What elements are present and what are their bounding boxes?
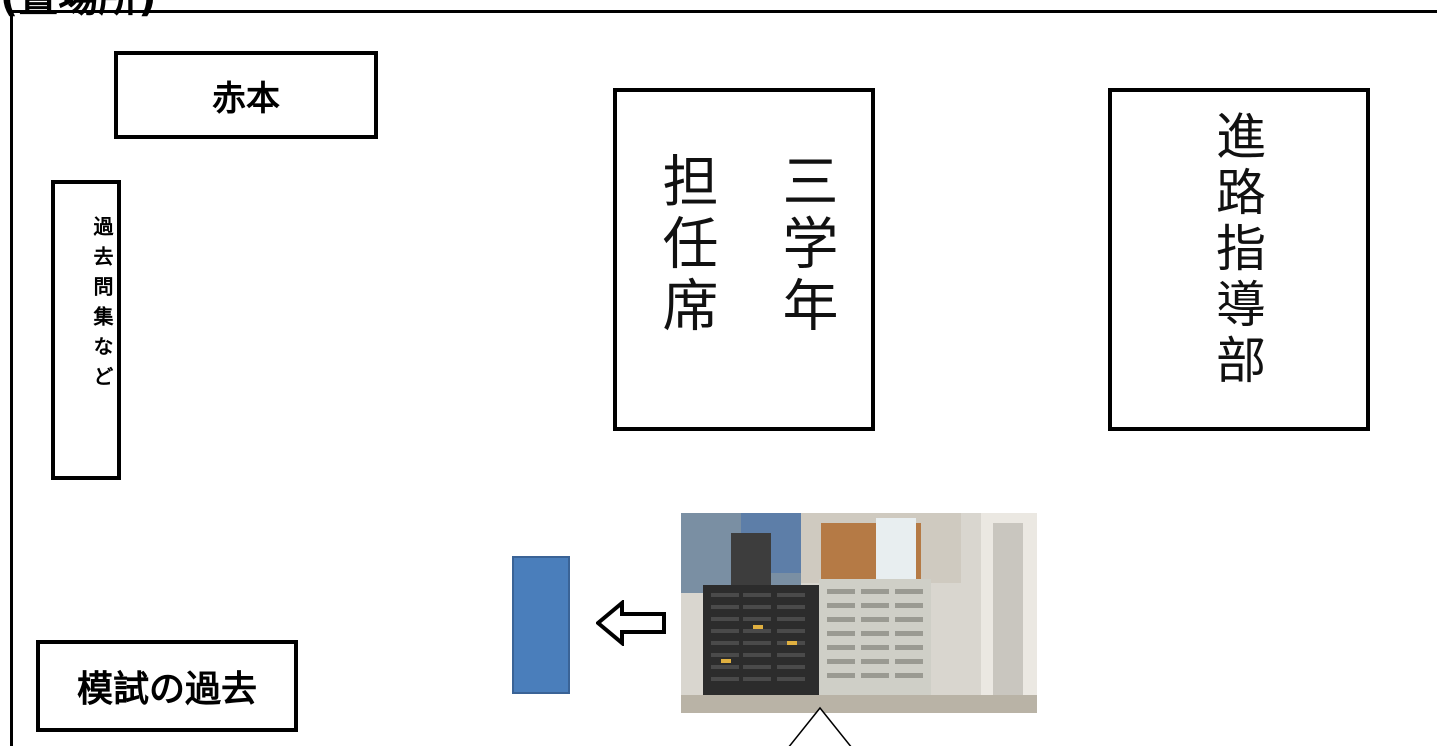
grade3-homeroom-desk-box: 三学年 担任席	[613, 88, 875, 431]
career-guidance-label: 進路指導部	[1208, 110, 1266, 390]
homeroom-desk-label: 担任席	[653, 152, 718, 338]
kakomon-label-box: 過去問集など	[51, 180, 121, 480]
career-guidance-box: 進路指導部	[1108, 88, 1370, 431]
left-arrow-icon	[596, 600, 666, 646]
mock-exam-archive-label: 模試の過去	[76, 669, 257, 710]
up-triangle-icon	[788, 706, 852, 746]
location-marker	[512, 556, 570, 694]
akamoto-label: 赤本	[212, 78, 280, 119]
room-map-frame	[10, 10, 1437, 746]
header-fragment: (置場所)	[0, 0, 157, 18]
kakomon-label: 過去問集など	[90, 216, 114, 396]
mock-exam-archive-box: 模試の過去	[36, 640, 298, 732]
grade3-label: 三学年	[773, 152, 838, 338]
cabinet-photo	[681, 513, 1037, 713]
akamoto-label-box: 赤本	[114, 51, 378, 139]
